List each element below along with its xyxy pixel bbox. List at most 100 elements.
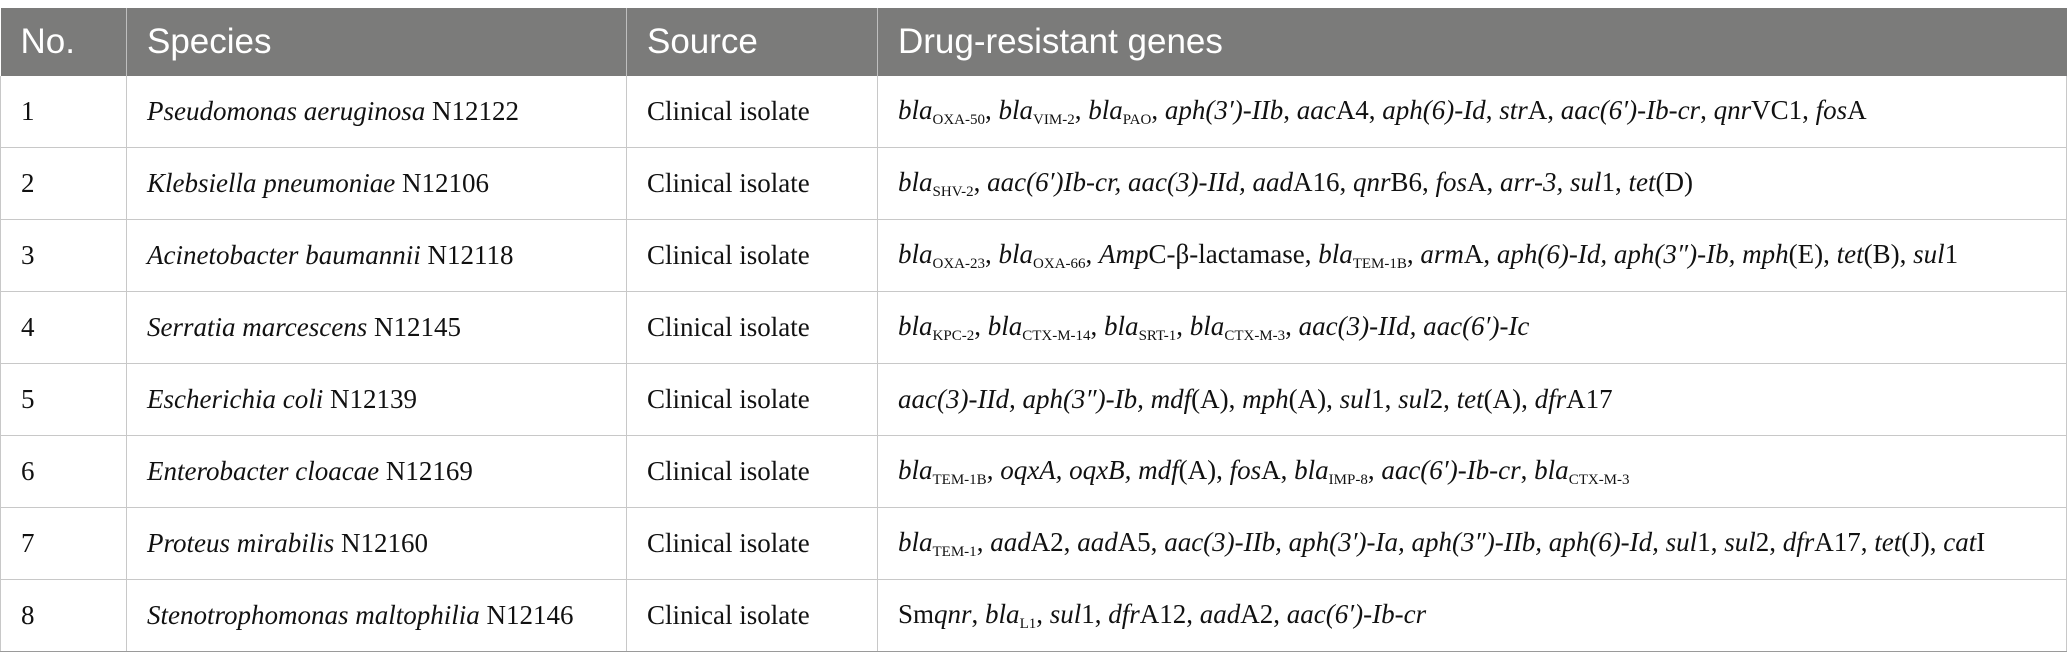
italic-text: fos	[1815, 95, 1848, 125]
italic-text: aad	[1199, 599, 1241, 629]
italic-text: aac(3)-IIb, aph(3′)-Ia, aph(3″)-IIb, aph…	[1164, 527, 1698, 557]
subscript-text: TEM-1	[932, 544, 977, 560]
italic-text: Escherichia coli	[147, 384, 324, 415]
header-no: No.	[0, 8, 127, 76]
cell-source: Clinical isolate	[626, 363, 878, 436]
plain-text: A17,	[1814, 527, 1875, 557]
cell-species: Proteus mirabilis N12160	[126, 507, 627, 580]
cell-no: 6	[0, 435, 127, 508]
italic-text: Enterobacter cloacae	[147, 456, 380, 487]
plain-text: A2,	[1030, 527, 1078, 557]
plain-text: N12118	[420, 240, 514, 271]
cell-source: Clinical isolate	[626, 219, 878, 292]
drug-resistance-table: No. Species Source Drug-resistant genes …	[0, 8, 2067, 652]
plain-text: (A),	[1178, 455, 1230, 485]
subscript-text: PAO	[1122, 112, 1152, 128]
italic-text: bla	[898, 527, 933, 557]
italic-text: fos	[1435, 167, 1467, 197]
italic-text: qnr	[1713, 95, 1752, 125]
italic-text: sul	[1724, 527, 1756, 557]
plain-text: A4,	[1335, 95, 1383, 125]
cell-no: 8	[0, 579, 127, 652]
cell-no: 3	[0, 219, 127, 292]
italic-text: Amp	[1099, 239, 1149, 269]
plain-text: B6,	[1390, 167, 1436, 197]
italic-text: bla	[985, 599, 1020, 629]
cell-species: Acinetobacter baumannii N12118	[126, 219, 627, 292]
cell-no: 5	[0, 363, 127, 436]
italic-text: aph(6)-Id, aph(3″)-Ib, mph	[1496, 239, 1789, 269]
plain-text: 1,	[1697, 527, 1725, 557]
italic-text: tet	[1874, 527, 1902, 557]
plain-text: N12122	[425, 96, 519, 127]
italic-text: tet	[1836, 239, 1864, 269]
cell-genes: Smqnr, blaL1, sul1, dfrA12, aadA2, aac(6…	[877, 579, 2067, 652]
table-row: 3 Acinetobacter baumannii N12118 Clinica…	[0, 219, 2067, 292]
plain-text: A5,	[1117, 527, 1165, 557]
italic-text: bla	[898, 455, 933, 485]
plain-text: A16,	[1292, 167, 1353, 197]
italic-text: dfr	[1782, 527, 1815, 557]
table-row: 2 Klebsiella pneumoniae N12106 Clinical …	[0, 147, 2067, 220]
italic-text: arm	[1420, 239, 1464, 269]
plain-text: 1,	[1371, 384, 1399, 415]
italic-text: bla	[1318, 239, 1353, 269]
italic-text: aac(6′)-Ib-cr	[1381, 455, 1521, 485]
plain-text: A12,	[1139, 599, 1200, 629]
italic-text: str	[1499, 95, 1528, 125]
plain-text: A	[1847, 95, 1867, 125]
italic-text: dfr	[1108, 599, 1140, 629]
plain-text: N12169	[379, 456, 473, 487]
plain-text: 2,	[1429, 384, 1457, 415]
plain-text: A,	[1261, 455, 1295, 485]
cell-source: Clinical isolate	[626, 579, 878, 652]
plain-text: ,	[985, 239, 999, 269]
cell-genes: blaTEM-1B, oqxA, oqxB, mdf(A), fosA, bla…	[877, 435, 2067, 508]
italic-text: dfr	[1534, 384, 1567, 415]
italic-text: tet	[1456, 384, 1484, 415]
cell-genes: blaOXA-50, blaVIM-2, blaPAO, aph(3′)-IIb…	[877, 76, 2067, 148]
table-row: 1 Pseudomonas aeruginosa N12122 Clinical…	[0, 76, 2067, 148]
plain-text: Sm	[898, 599, 935, 629]
cell-no: 1	[0, 76, 127, 148]
italic-text: aac(6′)-Ib-cr	[1560, 95, 1701, 125]
plain-text: ,	[1074, 95, 1089, 125]
cell-source: Clinical isolate	[626, 507, 878, 580]
plain-text: (A),	[1483, 384, 1535, 415]
italic-text: bla	[1189, 311, 1225, 341]
italic-text: aph(3′)-IIb	[1164, 95, 1284, 125]
plain-text: 1,	[1081, 599, 1109, 629]
cell-species: Escherichia coli N12139	[126, 363, 627, 436]
subscript-text: CTX-M-14	[1022, 328, 1091, 344]
cell-source: Clinical isolate	[626, 76, 878, 148]
header-source: Source	[626, 8, 878, 76]
italic-text: Acinetobacter baumannii	[147, 240, 421, 271]
italic-text: aad	[1077, 527, 1118, 557]
table-header-row: No. Species Source Drug-resistant genes	[0, 8, 2067, 76]
subscript-text: OXA-23	[932, 256, 986, 272]
italic-text: aph(6)-Id	[1382, 95, 1486, 125]
plain-text: N12145	[367, 312, 461, 343]
italic-text: fos	[1229, 455, 1262, 485]
cell-species: Klebsiella pneumoniae N12106	[126, 147, 627, 220]
table-row: 6 Enterobacter cloacae N12169 Clinical i…	[0, 435, 2067, 508]
italic-text: bla	[998, 239, 1034, 269]
plain-text: N12139	[323, 384, 417, 415]
table-body: 1 Pseudomonas aeruginosa N12122 Clinical…	[0, 76, 2067, 652]
plain-text: ,	[1406, 239, 1421, 269]
italic-text: Klebsiella pneumoniae	[147, 168, 396, 199]
italic-text: tet	[1628, 167, 1656, 197]
subscript-text: CTX-M-3	[1568, 472, 1630, 488]
cell-species: Pseudomonas aeruginosa N12122	[126, 76, 627, 148]
subscript-text: TEM-1B	[932, 472, 987, 488]
cell-species: Serratia marcescens N12145	[126, 291, 627, 364]
subscript-text: IMP-8	[1328, 472, 1368, 488]
plain-text: A,	[1467, 167, 1500, 197]
italic-text: bla	[1104, 311, 1139, 341]
table-row: 7 Proteus mirabilis N12160 Clinical isol…	[0, 507, 2067, 580]
plain-text: N12106	[395, 168, 489, 199]
subscript-text: OXA-66	[1033, 256, 1086, 272]
plain-text: ,	[1485, 95, 1500, 125]
cell-no: 4	[0, 291, 127, 364]
plain-text: ,	[1176, 311, 1190, 341]
